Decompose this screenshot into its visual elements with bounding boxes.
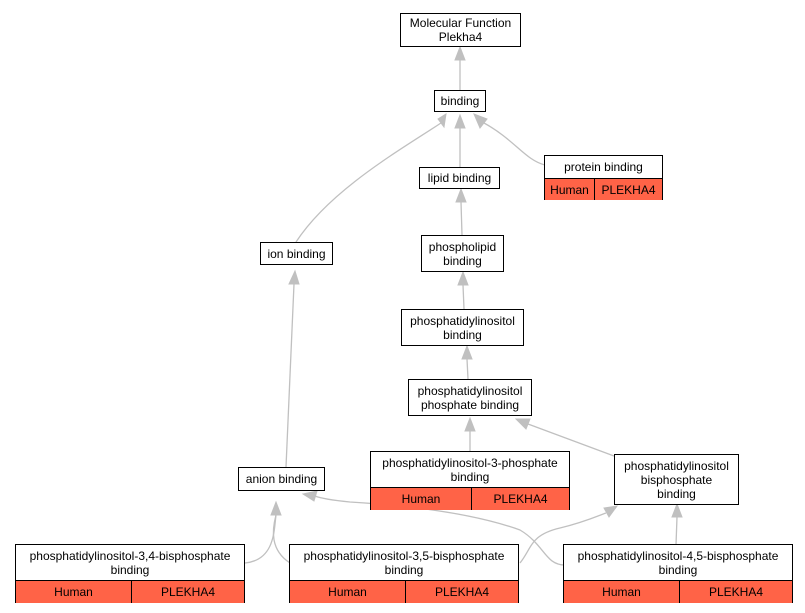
edge-pi45-to-pip2 bbox=[675, 516, 678, 546]
annotation-row: Human PLEKHA4 bbox=[16, 580, 244, 603]
arrowhead-pi bbox=[461, 344, 473, 360]
arrowhead-anion-from-pi45 bbox=[301, 490, 318, 502]
arrowhead-pip-from-pip2 bbox=[514, 418, 531, 430]
edge-pi45-to-anion bbox=[314, 495, 566, 566]
node-lipid-binding[interactable]: lipid binding bbox=[419, 167, 500, 189]
node-molecular-function-root[interactable]: Molecular Function Plekha4 bbox=[400, 13, 521, 47]
edge-pi35-to-pip2 bbox=[519, 512, 607, 564]
arrowhead-binding-from-lipid bbox=[454, 113, 466, 129]
node-label: anion binding bbox=[245, 472, 318, 486]
gene-cell: PLEKHA4 bbox=[679, 581, 792, 603]
gene-cell: PLEKHA4 bbox=[405, 581, 518, 603]
gene-cell: PLEKHA4 bbox=[594, 179, 662, 200]
species-cell: Human bbox=[54, 585, 93, 599]
node-pi35p2-binding[interactable]: phosphatidylinositol-3,5-bisphosphate bi… bbox=[289, 544, 519, 603]
species-cell: Human bbox=[328, 585, 367, 599]
species-cell: Human bbox=[602, 585, 641, 599]
edge-anion-to-ion bbox=[285, 283, 295, 468]
node-label: Molecular Function Plekha4 bbox=[409, 16, 512, 44]
gene-cell: PLEKHA4 bbox=[131, 581, 244, 603]
gene-cell: PLEKHA4 bbox=[471, 488, 569, 510]
node-label: phosphatidylinositol binding bbox=[410, 313, 515, 342]
arrowhead-root bbox=[454, 45, 466, 61]
arrowhead-pip2-from-pi35 bbox=[603, 505, 619, 518]
arrowhead-pip2 bbox=[671, 502, 683, 518]
node-label: phosphatidylinositol phosphate binding bbox=[417, 383, 523, 412]
node-label: phospholipid binding bbox=[428, 239, 497, 268]
arrowhead-pip-from-pi3p bbox=[464, 416, 476, 432]
node-ion-binding[interactable]: ion binding bbox=[260, 242, 333, 265]
edge-pi35-to-anion bbox=[272, 514, 291, 564]
edge-pip-to-pi bbox=[466, 358, 469, 380]
node-label: lipid binding bbox=[427, 171, 492, 185]
node-label: phosphatidylinositol-3,4-bisphosphate bi… bbox=[29, 548, 231, 577]
species-cell: Human bbox=[550, 182, 589, 197]
annotation-row: Human PLEKHA4 bbox=[371, 487, 569, 510]
edge-phospholipid-to-lipid bbox=[460, 201, 463, 236]
node-pi45p2-binding[interactable]: phosphatidylinositol-4,5-bisphosphate bi… bbox=[563, 544, 793, 603]
arrowhead-lipid bbox=[455, 187, 467, 203]
node-label: ion binding bbox=[267, 246, 326, 261]
node-anion-binding[interactable]: anion binding bbox=[238, 467, 325, 491]
arrowhead-phospholipid bbox=[457, 270, 469, 286]
node-phospholipid-binding[interactable]: phospholipid binding bbox=[421, 235, 504, 272]
node-pip2-binding[interactable]: phosphatidylinositol bisphosphate bindin… bbox=[614, 454, 739, 505]
arrowhead-binding-from-ion bbox=[437, 112, 447, 129]
arrowhead-binding-from-protein bbox=[473, 113, 488, 129]
node-pi3p-binding[interactable]: phosphatidylinositol-3-phosphate binding… bbox=[370, 451, 570, 510]
annotation-row: Human PLEKHA4 bbox=[290, 580, 518, 603]
edge-pi-to-phospholipid bbox=[462, 284, 465, 310]
node-pi34p2-binding[interactable]: phosphatidylinositol-3,4-bisphosphate bi… bbox=[15, 544, 245, 603]
arrowhead-anion bbox=[270, 500, 282, 516]
species-cell: Human bbox=[401, 492, 441, 506]
node-label: phosphatidylinositol-3,5-bisphosphate bi… bbox=[303, 548, 505, 577]
node-label: phosphatidylinositol bisphosphate bindin… bbox=[624, 458, 729, 501]
edge-pip2-to-pip bbox=[527, 423, 615, 457]
node-phosphatidylinositol-phosphate-binding[interactable]: phosphatidylinositol phosphate binding bbox=[408, 379, 532, 416]
node-label: binding bbox=[440, 94, 480, 108]
node-label: phosphatidylinositol-4,5-bisphosphate bi… bbox=[577, 548, 779, 577]
annotation-row: Human PLEKHA4 bbox=[545, 178, 662, 200]
edge-protein-to-binding bbox=[483, 122, 546, 166]
node-protein-binding[interactable]: protein binding Human PLEKHA4 bbox=[544, 155, 663, 200]
node-binding[interactable]: binding bbox=[434, 90, 486, 112]
node-label: protein binding bbox=[564, 160, 643, 174]
annotation-row: Human PLEKHA4 bbox=[564, 580, 792, 603]
arrowhead-ion bbox=[288, 269, 300, 285]
node-label: phosphatidylinositol-3-phosphate binding bbox=[382, 455, 558, 484]
edge-pi34-to-anion bbox=[244, 514, 277, 564]
node-phosphatidylinositol-binding[interactable]: phosphatidylinositol binding bbox=[401, 309, 524, 346]
edge-ion-to-binding bbox=[295, 122, 442, 243]
